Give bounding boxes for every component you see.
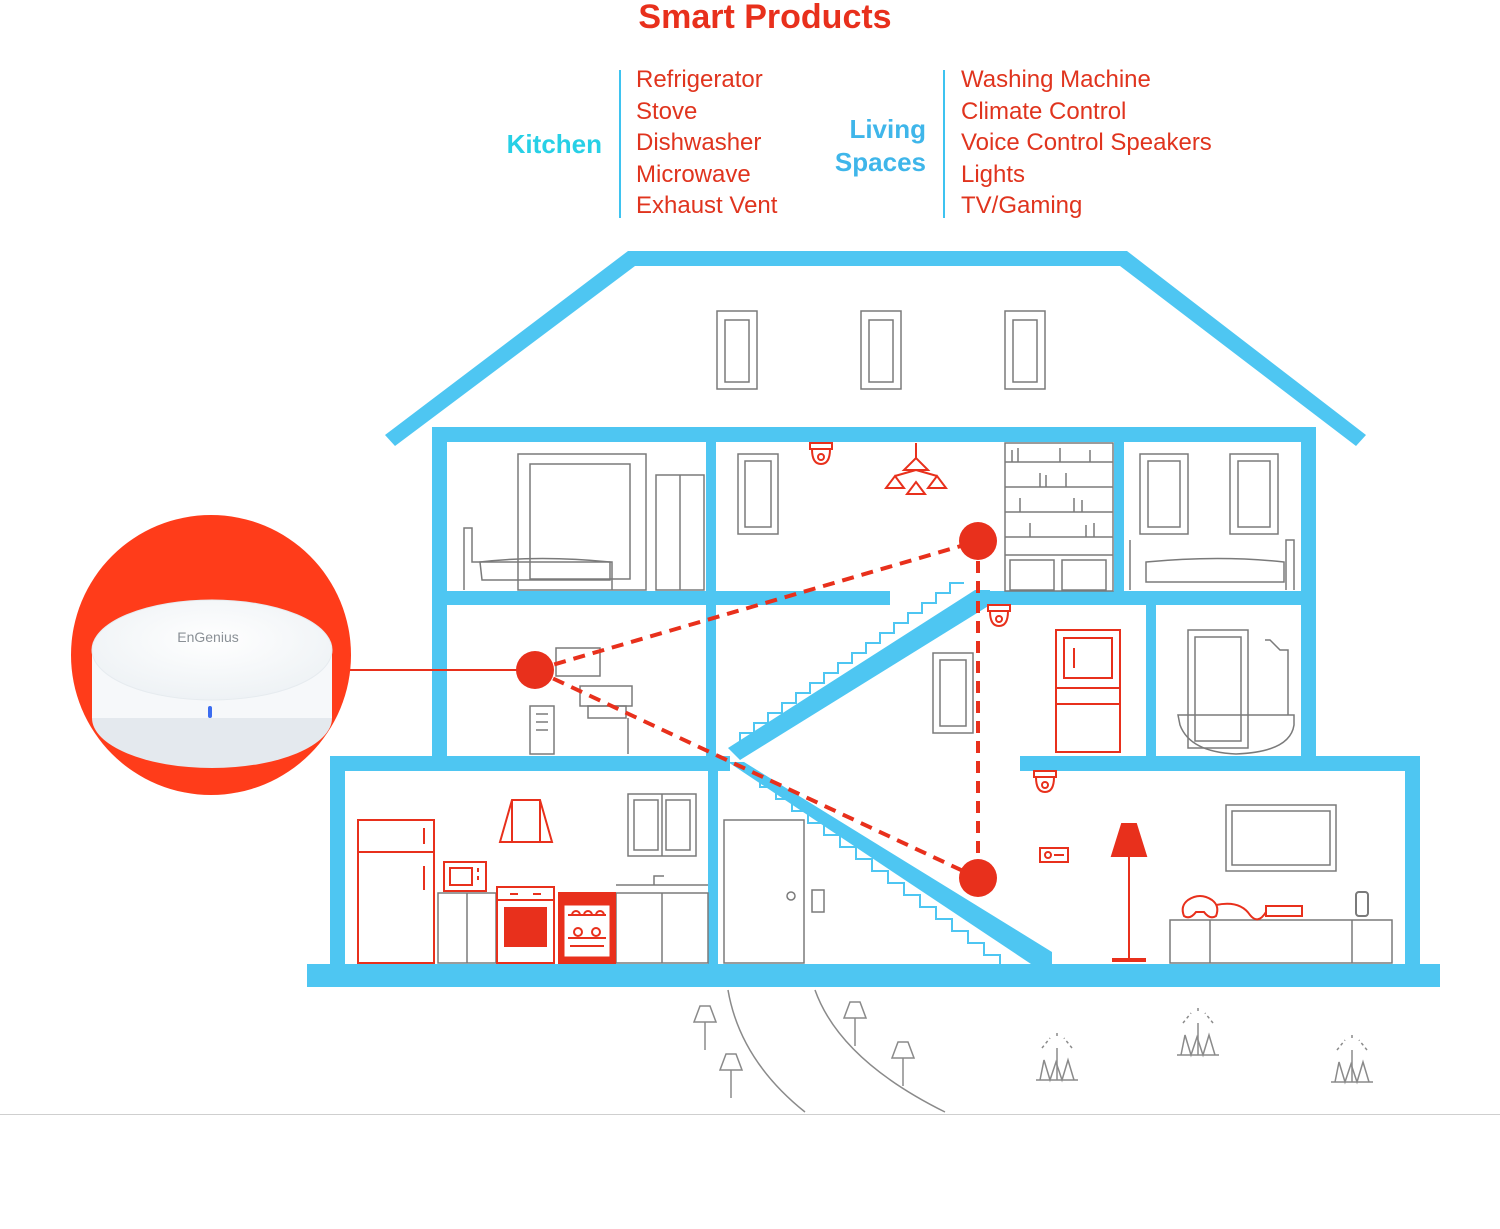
camera-icon [987,604,1011,628]
dishwasher-icon [558,892,616,964]
staircase-upper [728,590,990,760]
living-label-line: Living [849,114,926,144]
ground-floor-right-wall [1405,756,1420,969]
camera-icon [809,442,833,466]
driveway-right-edge [814,989,946,1113]
garden-lamp-icon [718,1053,744,1098]
living-product-list: Washing Machine Climate Control Voice Co… [961,64,1212,222]
living-spaces-label: Living Spaces [800,113,926,179]
partition-ground [708,771,718,964]
living-product: Climate Control [961,97,1127,125]
router-callout: EnGenius [71,515,351,795]
kitchen-divider [619,70,621,218]
thermostat-icon [1039,847,1069,863]
exhaust-vent-icon [498,799,554,843]
partition-mid-b [1146,605,1156,757]
washing-machine-icon [1055,629,1121,753]
partition-top-b [1114,442,1124,591]
living-product: TV/Gaming [961,192,1083,219]
kitchen-product: Dishwasher [636,129,762,156]
kitchen-product: Exhaust Vent [636,192,778,219]
living-product: Lights [961,160,1026,188]
kitchen-product: Microwave [636,160,751,188]
mid-floor-slab-right [1020,756,1420,771]
sprinkler-icon [1331,1032,1373,1085]
ground-floor-left-wall [330,756,345,969]
device-brand-label: EnGenius [177,629,238,645]
garden-lamp-icon [692,1005,718,1050]
roof [385,251,1366,446]
camera-icon [1033,770,1057,794]
mesh-node [516,651,554,689]
interior-furniture [437,442,1393,964]
house-structure [307,251,1440,987]
stove-icon [496,886,555,964]
refrigerator-icon [357,819,435,964]
game-controller-icon [1181,895,1303,921]
bottom-divider [0,1114,1500,1115]
status-led [208,706,212,718]
stair-steps [739,582,1016,968]
living-divider [943,70,945,218]
top-floor-slab-right [985,591,1316,605]
kitchen-label: Kitchen [480,128,602,161]
kitchen-product-list: Refrigerator Stove Dishwasher Microwave … [636,64,777,222]
driveway-left-edge [727,989,806,1113]
diagram-title: Smart Products [638,0,892,36]
outdoor-area [692,989,1373,1113]
partition-top-a [706,442,716,591]
smart-devices [357,442,1369,964]
kitchen-label-text: Kitchen [506,129,602,159]
mesh-node [959,859,997,897]
garden-lamp-icon [842,1001,868,1046]
top-floor-slab-left [432,591,890,605]
foundation [307,964,1440,987]
garden-lamp-icon [890,1041,916,1086]
microwave-icon [443,861,487,892]
floor-lamp-icon [1110,823,1148,962]
partition-mid-a [706,605,716,757]
attic-windows [716,310,1046,390]
living-product: Washing Machine [961,66,1151,93]
chandelier-icon [884,443,948,495]
mesh-node [959,522,997,560]
mesh-links [534,539,980,880]
sprinkler-icon [1036,1030,1078,1083]
living-product: Voice Control Speakers [961,129,1212,156]
smart-speaker-icon [1355,891,1369,917]
living-label-line: Spaces [834,147,926,177]
kitchen-product: Refrigerator [636,66,763,93]
top-floor-ceiling [432,427,1316,442]
sprinkler-icon [1177,1005,1219,1058]
kitchen-product: Stove [636,97,698,125]
mid-floor-slab-left [330,756,730,771]
